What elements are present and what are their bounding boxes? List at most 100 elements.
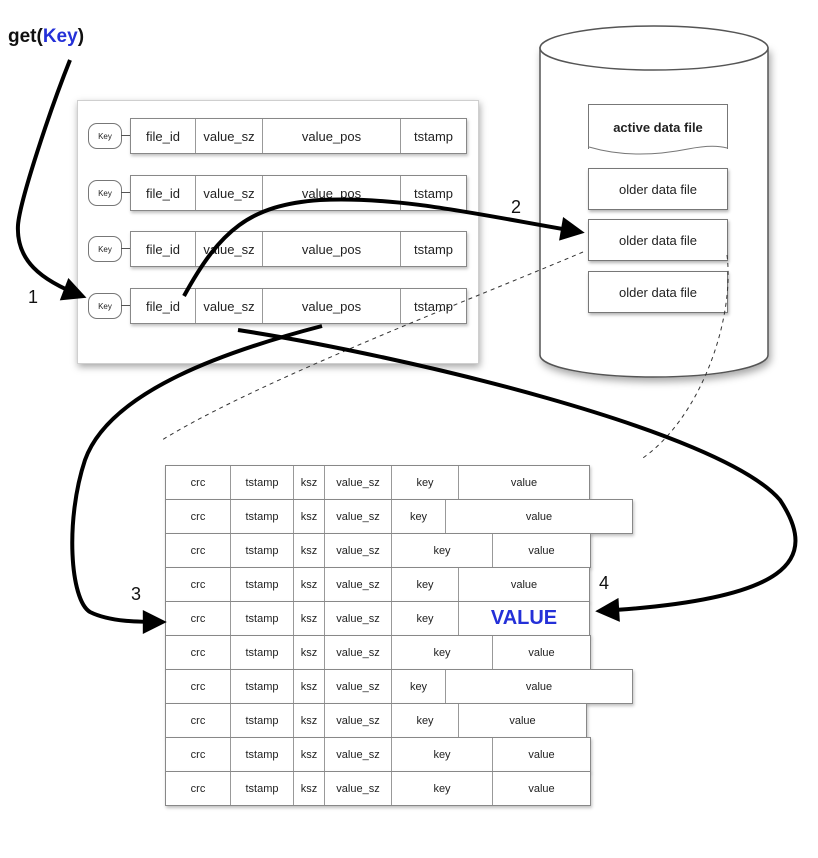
record-cell: tstamp	[231, 534, 294, 567]
record-cell: crc	[166, 704, 231, 737]
record-key: key	[392, 534, 493, 567]
keydir-cell: tstamp	[413, 241, 453, 257]
record-cell: crc	[166, 636, 231, 669]
keydir-connector	[121, 135, 130, 136]
record-cell: crc	[166, 772, 231, 805]
record-key: key	[392, 772, 493, 805]
record-cell: ksz	[294, 670, 325, 703]
record-cell: tstamp	[231, 500, 294, 533]
record-key: key	[392, 670, 446, 703]
keydir-connector	[121, 305, 130, 306]
record-cell: tstamp	[231, 704, 294, 737]
record-cell: ksz	[294, 772, 325, 805]
keydir-key: Key	[88, 293, 122, 319]
record-cell: crc	[166, 466, 231, 499]
record-cell: value_sz	[325, 568, 392, 601]
keydir-cell: value_sz	[196, 119, 263, 153]
record-cell: value_sz	[325, 636, 392, 669]
record-cell: tstamp	[231, 602, 294, 635]
record-value: value	[528, 544, 555, 557]
record-value: value	[528, 782, 555, 795]
record-cell: value_sz	[325, 466, 392, 499]
record-key: key	[392, 602, 459, 635]
keydir-key: Key	[88, 123, 122, 149]
record-cell: crc	[166, 500, 231, 533]
record-cell: ksz	[294, 568, 325, 601]
keydir-cell: tstamp	[413, 128, 453, 144]
record-cell: crc	[166, 670, 231, 703]
get-call-label: get(Key)	[8, 26, 84, 48]
record-cell: tstamp	[231, 466, 294, 499]
record-cell: ksz	[294, 704, 325, 737]
keydir-connector	[121, 248, 130, 249]
record-value: value	[528, 748, 555, 761]
record-cell: ksz	[294, 636, 325, 669]
record-cell: tstamp	[231, 738, 294, 771]
step-label-1: 1	[28, 287, 39, 307]
keydir-cell: file_id	[131, 289, 196, 323]
older-data-file: older data file	[588, 219, 728, 261]
record-cell: value_sz	[325, 602, 392, 635]
record-cell: ksz	[294, 534, 325, 567]
keydir-key: Key	[88, 180, 122, 206]
keydir-cell: value_sz	[196, 176, 263, 210]
keydir-cell: value_pos	[263, 232, 401, 266]
record-cell: value_sz	[325, 500, 392, 533]
keydir-cell: file_id	[131, 176, 196, 210]
keydir-cell: tstamp	[413, 185, 453, 201]
record-value: value	[510, 476, 538, 489]
record-cell: crc	[166, 568, 231, 601]
record-cell: value_sz	[325, 534, 392, 567]
record-key: key	[392, 568, 459, 601]
step-label-3: 3	[131, 584, 142, 604]
record-value-highlight: VALUE	[490, 607, 558, 629]
record-key: key	[392, 500, 446, 533]
keydir-cell: value_sz	[196, 289, 263, 323]
record-cell: tstamp	[231, 568, 294, 601]
keydir-key: Key	[88, 236, 122, 262]
keydir-cell: value_pos	[263, 289, 401, 323]
record-cell: tstamp	[231, 670, 294, 703]
record-value: value	[509, 714, 536, 727]
record-cell: ksz	[294, 602, 325, 635]
record-cell: value_sz	[325, 670, 392, 703]
record-value: value	[525, 680, 553, 693]
keydir-cell: file_id	[131, 119, 196, 153]
record-cell: crc	[166, 602, 231, 635]
record-cell: tstamp	[231, 636, 294, 669]
record-key: key	[392, 704, 459, 737]
record-cell: ksz	[294, 466, 325, 499]
record-cell: value_sz	[325, 704, 392, 737]
record-cell: ksz	[294, 738, 325, 771]
record-value: value	[528, 646, 555, 659]
record-cell: crc	[166, 534, 231, 567]
older-data-file: older data file	[588, 168, 728, 210]
keydir-cell: tstamp	[413, 298, 453, 314]
record-key: key	[392, 636, 493, 669]
record-value: value	[525, 510, 553, 523]
record-key: key	[392, 738, 493, 771]
keydir-cell: file_id	[131, 232, 196, 266]
step-label-4: 4	[599, 573, 610, 593]
record-key: key	[392, 466, 459, 499]
keydir-connector	[121, 192, 130, 193]
step-label-2: 2	[511, 197, 522, 217]
active-file-wave-edge	[588, 145, 728, 155]
record-cell: crc	[166, 738, 231, 771]
